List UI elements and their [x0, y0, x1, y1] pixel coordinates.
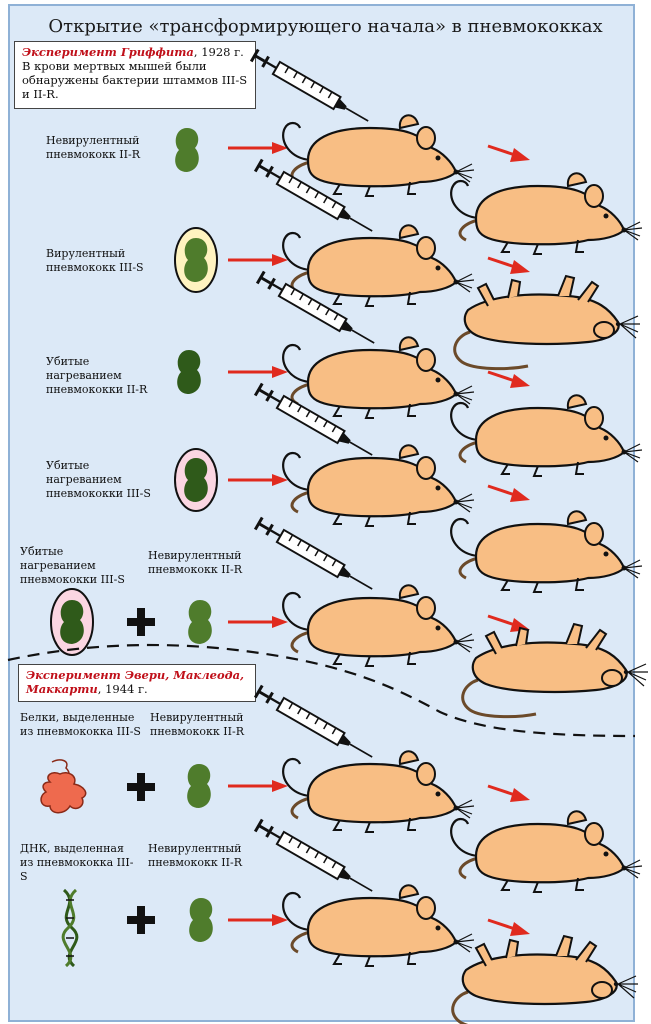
plus-icon — [127, 906, 155, 934]
arrow-icon — [488, 920, 530, 936]
arrow-icon — [228, 616, 288, 628]
syringe-icon — [255, 685, 375, 763]
syringe-icon — [251, 49, 371, 127]
bacterium-icon — [177, 350, 201, 394]
arrow-icon — [228, 366, 288, 378]
dead-mouse-icon — [453, 936, 638, 1024]
arrow-icon — [488, 786, 530, 802]
arrow-icon — [488, 372, 530, 388]
syringe-icon — [255, 517, 375, 595]
mouse-icon — [283, 885, 474, 966]
bacterium-icon — [175, 128, 199, 172]
dna-icon — [63, 890, 77, 966]
arrow-icon — [488, 146, 530, 162]
mouse-icon — [283, 225, 474, 306]
mouse-icon — [283, 751, 474, 832]
alive-mouse-icon — [451, 173, 642, 254]
mouse-icon — [283, 445, 474, 526]
dead-mouse-icon — [463, 624, 648, 717]
bacterium-icon — [188, 600, 212, 644]
arrow-icon — [228, 474, 288, 486]
arrow-icon — [228, 780, 288, 792]
mouse-icon — [283, 585, 474, 666]
mouse-icon — [283, 337, 474, 418]
syringe-icon — [255, 819, 375, 897]
protein-icon — [41, 773, 86, 813]
bacterium-icon — [189, 898, 213, 942]
arrow-icon — [228, 914, 288, 926]
plus-icon — [127, 608, 155, 636]
arrow-icon — [228, 254, 288, 266]
plus-icon — [127, 773, 155, 801]
dead-mouse-icon — [455, 276, 640, 369]
arrow-icon — [488, 486, 530, 502]
mouse-icon — [283, 115, 474, 196]
arrow-icon — [228, 142, 288, 154]
alive-mouse-icon — [451, 511, 642, 592]
alive-mouse-icon — [451, 811, 642, 892]
bacterium-icon — [187, 764, 211, 808]
alive-mouse-icon — [451, 395, 642, 476]
arrow-icon — [488, 258, 530, 274]
